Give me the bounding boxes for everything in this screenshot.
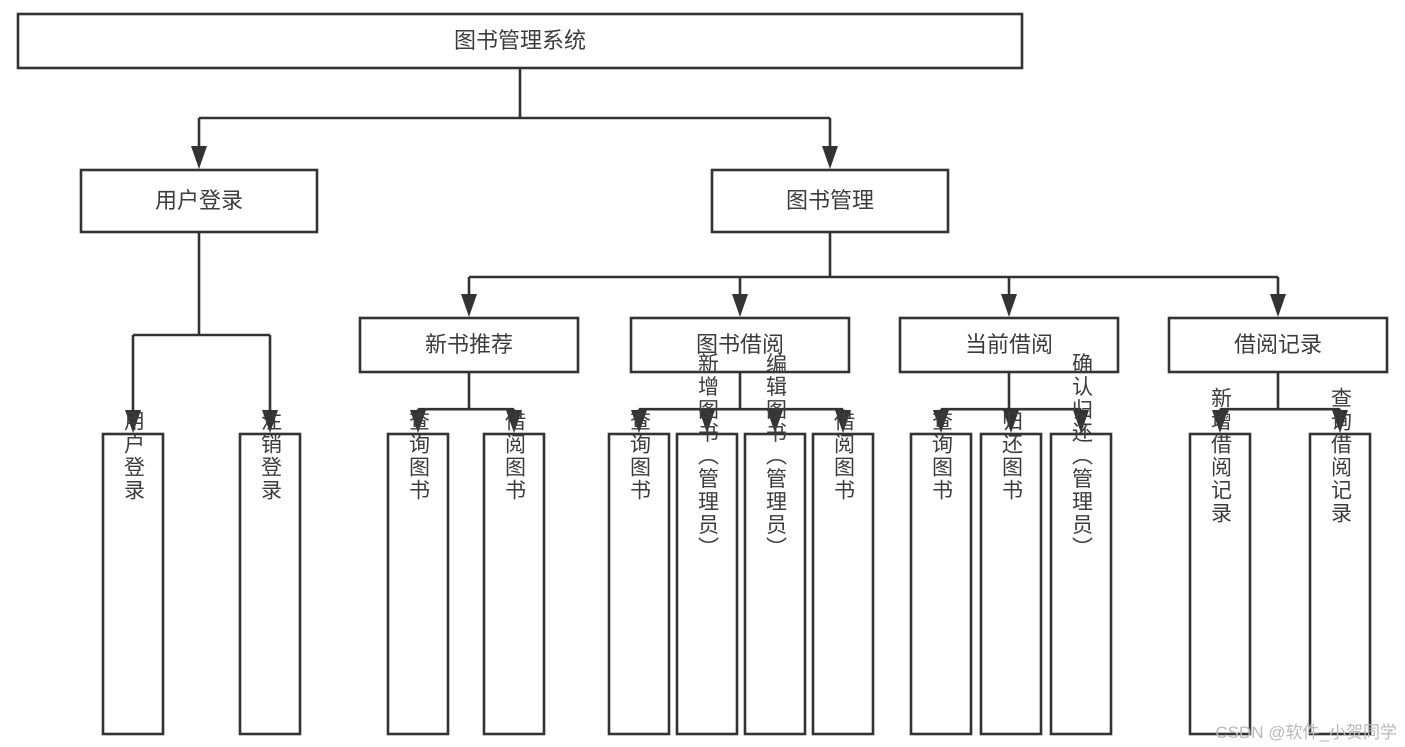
connector-layer: [125, 68, 1348, 433]
node-layer: 图书管理系统用户登录图书管理新书推荐图书借阅当前借阅借阅记录用户登录注销登录查询…: [16, 12, 1389, 736]
node-leaf-user-logout[interactable]: 注销登录: [238, 410, 302, 736]
node-label: 用户登录: [122, 410, 146, 502]
node-box[interactable]: [629, 316, 851, 374]
node-current-borrow[interactable]: 当前借阅: [898, 316, 1120, 374]
arrow-head-icon: [732, 294, 748, 317]
node-box[interactable]: [238, 432, 302, 736]
node-leaf-confirm-return[interactable]: 确认归还（管理员）: [1049, 353, 1113, 736]
node-box[interactable]: [482, 432, 546, 736]
arrow-head-icon: [1270, 294, 1286, 317]
node-label: 新增图书（管理员）: [696, 353, 720, 560]
node-leaf-query-book-2[interactable]: 查询图书: [607, 410, 671, 736]
node-box[interactable]: [1308, 432, 1372, 736]
node-box[interactable]: [979, 432, 1043, 736]
node-label: 借阅图书: [503, 410, 527, 502]
arrow-head-icon: [1073, 410, 1089, 433]
node-label: 编辑图书（管理员）: [764, 353, 788, 560]
arrow-head-icon: [1332, 410, 1348, 433]
arrow-head-icon: [191, 146, 207, 169]
node-box[interactable]: [358, 316, 580, 374]
node-box[interactable]: [710, 168, 950, 234]
arrow-head-icon: [506, 410, 522, 433]
node-label: 图书借阅: [696, 332, 784, 357]
node-label: 新书推荐: [425, 332, 513, 357]
arrow-head-icon: [1212, 410, 1228, 433]
node-leaf-return-book[interactable]: 归还图书: [979, 410, 1043, 736]
node-label: 查询图书: [628, 410, 652, 502]
node-box[interactable]: [1188, 432, 1252, 736]
node-leaf-query-book-3[interactable]: 查询图书: [909, 410, 973, 736]
node-label: 注销登录: [259, 410, 283, 502]
node-box[interactable]: [386, 432, 450, 736]
node-box[interactable]: [1049, 432, 1113, 736]
node-label: 借阅记录: [1234, 332, 1322, 357]
node-book-manage[interactable]: 图书管理: [710, 168, 950, 234]
node-label: 图书管理系统: [454, 28, 586, 53]
node-label: 图书管理: [786, 188, 874, 213]
node-borrow-record[interactable]: 借阅记录: [1167, 316, 1389, 374]
node-leaf-edit-book[interactable]: 编辑图书（管理员）: [743, 353, 807, 736]
arrow-head-icon: [767, 410, 783, 433]
arrow-head-icon: [631, 410, 647, 433]
node-user-login[interactable]: 用户登录: [79, 168, 319, 234]
node-leaf-query-record[interactable]: 查询借阅记录: [1308, 387, 1372, 736]
arrow-head-icon: [835, 410, 851, 433]
node-box[interactable]: [101, 432, 165, 736]
node-leaf-add-book[interactable]: 新增图书（管理员）: [675, 353, 739, 736]
node-box[interactable]: [743, 432, 807, 736]
arrow-head-icon: [125, 410, 141, 433]
node-label: 新增借阅记录: [1209, 387, 1233, 525]
node-box[interactable]: [16, 12, 1024, 70]
node-label: 借阅图书: [832, 410, 856, 502]
arrow-head-icon: [262, 410, 278, 433]
node-label: 查询借阅记录: [1329, 387, 1353, 525]
node-label: 查询图书: [407, 410, 431, 502]
arrow-head-icon: [1001, 294, 1017, 317]
node-leaf-user-login[interactable]: 用户登录: [101, 410, 165, 736]
node-box[interactable]: [79, 168, 319, 234]
arrow-head-icon: [699, 410, 715, 433]
arrow-head-icon: [933, 410, 949, 433]
node-box[interactable]: [909, 432, 973, 736]
node-box[interactable]: [811, 432, 875, 736]
node-leaf-add-record[interactable]: 新增借阅记录: [1188, 387, 1252, 736]
node-label: 查询图书: [930, 410, 954, 502]
node-box[interactable]: [898, 316, 1120, 374]
node-box[interactable]: [1167, 316, 1389, 374]
arrow-head-icon: [822, 146, 838, 169]
node-root-图书管理系统[interactable]: 图书管理系统: [16, 12, 1024, 70]
arrow-head-icon: [461, 294, 477, 317]
node-label: 当前借阅: [965, 332, 1053, 357]
node-label: 确认归还（管理员）: [1070, 353, 1094, 560]
node-leaf-query-book-1[interactable]: 查询图书: [386, 410, 450, 736]
arrow-head-icon: [410, 410, 426, 433]
node-leaf-borrow-book-2[interactable]: 借阅图书: [811, 410, 875, 736]
node-box[interactable]: [675, 432, 739, 736]
node-book-borrow[interactable]: 图书借阅: [629, 316, 851, 374]
node-box[interactable]: [607, 432, 671, 736]
node-label: 归还图书: [1000, 410, 1024, 502]
node-new-book-recommend[interactable]: 新书推荐: [358, 316, 580, 374]
node-leaf-borrow-book-1[interactable]: 借阅图书: [482, 410, 546, 736]
node-label: 用户登录: [155, 188, 243, 213]
arrow-head-icon: [1003, 410, 1019, 433]
